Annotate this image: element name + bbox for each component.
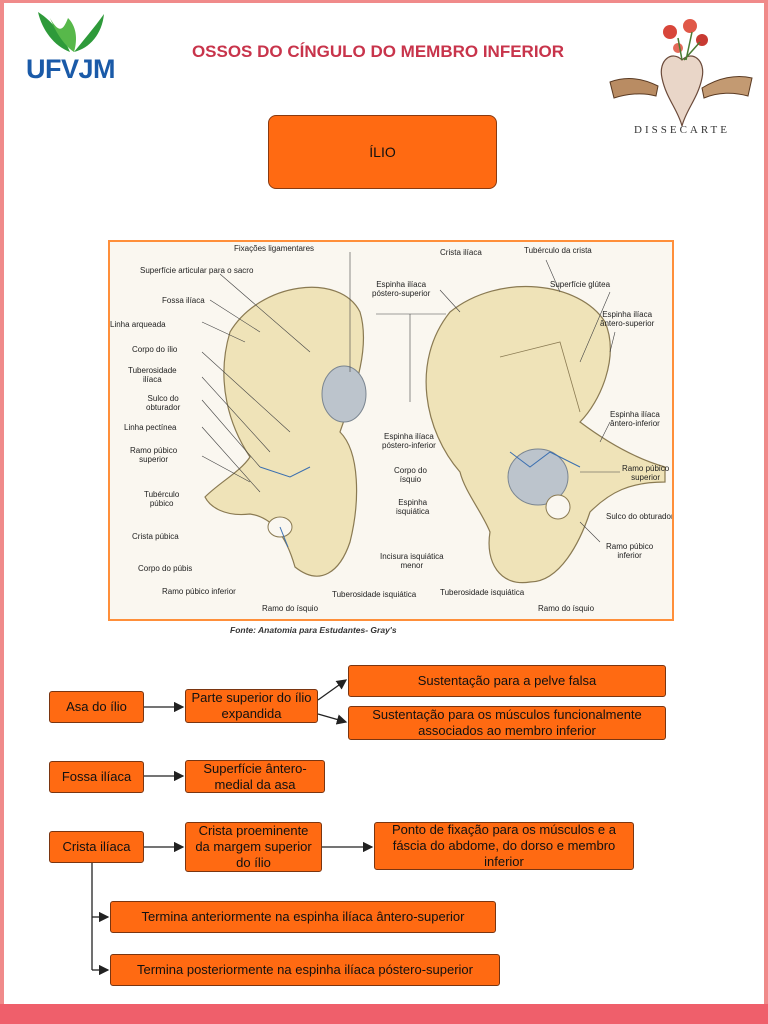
fig-label-left-3: Linha arqueada — [110, 320, 166, 329]
ilium-figure: Fixações ligamentares Superfície articul… — [108, 240, 674, 621]
frame-bottom — [0, 1004, 768, 1024]
fig-label-left-4: Corpo do ílio — [132, 345, 178, 354]
fig-label-right-4: Espinha ilíaca ântero-inferior — [610, 410, 660, 428]
fig-label-right-9: Ramo do ísquio — [538, 604, 595, 613]
fig-label-right-8: Tuberosidade isquiática — [440, 588, 525, 597]
fig-label-left-6: Sulco do obturador — [146, 394, 181, 412]
fig-label-right-0: Crista ilíaca — [440, 248, 482, 257]
fig-label-left-9: Tubérculo púbico — [144, 490, 180, 508]
fig-label-right-1: Tubérculo da crista — [524, 246, 592, 255]
fig-label-left-8: Ramo púbico superior — [130, 446, 178, 464]
dissecarte-emblem-icon — [609, 19, 753, 127]
frame-right — [764, 0, 768, 1024]
page-title: OSSOS DO CÍNGULO DO MEMBRO INFERIOR — [191, 42, 565, 61]
fig-label-left-11: Corpo do púbis — [138, 564, 193, 573]
fig-label-right-2: Superfície glútea — [550, 280, 611, 289]
fig-label-mid-1: Espinha ilíaca póstero-inferior — [382, 432, 436, 450]
section-title: ÍLIO — [268, 115, 497, 189]
hip-bone-illustration — [201, 252, 666, 584]
frame-left — [0, 0, 4, 1024]
brand-text: DISSECARTE — [634, 124, 730, 136]
frame-top — [0, 0, 768, 3]
fig-label-right-5: Ramo púbico superior — [622, 464, 670, 482]
fig-label-mid-4: Incisura isquiática menor — [380, 552, 444, 570]
crista-label-box: Crista ilíaca — [49, 831, 144, 863]
fig-label-left-14: Tuberosidade isquiática — [332, 590, 417, 599]
fig-label-right-6: Sulco do obturador — [606, 512, 674, 521]
fig-label-mid-3: Espinha isquiática — [396, 498, 430, 516]
asa-out1-box: Sustentação para a pelve falsa — [348, 665, 666, 697]
fossa-label-box: Fossa ilíaca — [49, 761, 144, 793]
fig-label-left-12: Ramo púbico inferior — [162, 587, 236, 596]
crista-out-box: Ponto de fixação para os músculos e a fá… — [374, 822, 634, 870]
figure-caption: Fonte: Anatomia para Estudantes- Gray's — [230, 625, 397, 635]
ufvjm-logo-icon — [38, 12, 104, 52]
fig-label-left-1: Superfície articular para o sacro — [140, 266, 254, 275]
crista-branch1-box: Termina anteriormente na espinha ilíaca … — [110, 901, 496, 933]
asa-mid-box: Parte superior do ílio expandida — [185, 689, 318, 723]
crista-branch2-box: Termina posteriormente na espinha ilíaca… — [110, 954, 500, 986]
crista-mid-box: Crista proeminente da margem superior do… — [185, 822, 322, 872]
fig-label-mid-0: Espinha ilíaca póstero-superior — [372, 280, 431, 298]
fig-label-right-3: Espinha ilíaca ântero-superior — [600, 310, 655, 328]
fig-label-left-10: Crista púbica — [132, 532, 179, 541]
fig-label-left-0: Fixações ligamentares — [234, 244, 315, 253]
fig-label-left-13: Ramo do ísquio — [262, 604, 319, 613]
fig-label-left-7: Linha pectínea — [124, 423, 177, 432]
fig-label-mid-2: Corpo do ísquio — [394, 466, 427, 484]
asa-label-box: Asa do ílio — [49, 691, 144, 723]
asa-out2-box: Sustentação para os músculos funcionalme… — [348, 706, 666, 740]
fig-label-right-7: Ramo púbico inferior — [606, 542, 654, 560]
fossa-mid-box: Superfície ântero-medial da asa — [185, 760, 325, 793]
fig-label-left-5: Tuberosidade ilíaca — [128, 366, 177, 384]
fig-label-left-2: Fossa ilíaca — [162, 296, 205, 305]
logo-text: UFVJM — [26, 54, 116, 84]
